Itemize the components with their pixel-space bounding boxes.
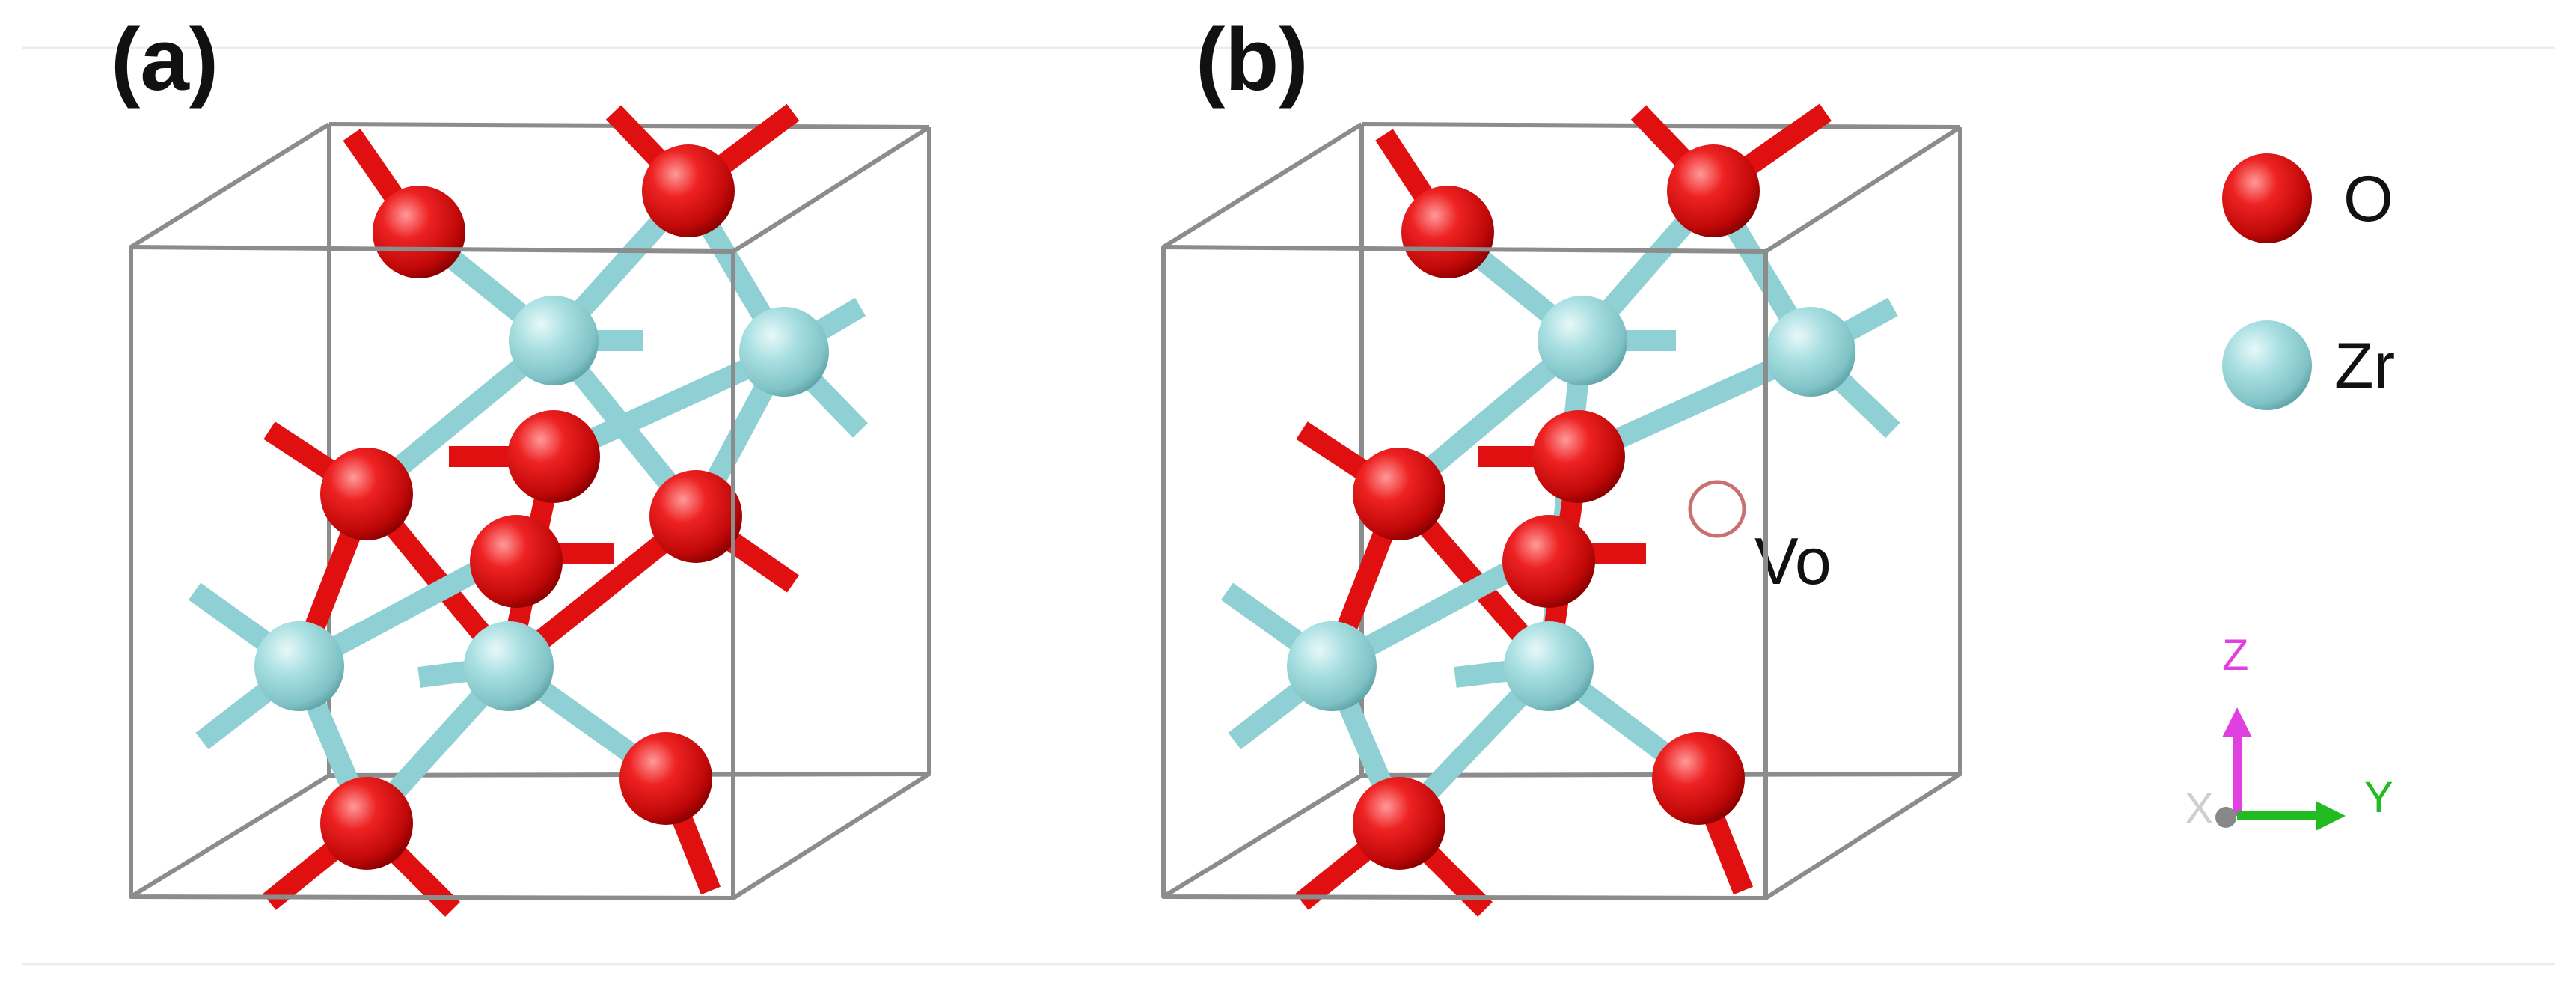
legend: O Zr <box>2222 153 2395 410</box>
oxygen-atom <box>320 448 413 540</box>
oxygen-atom <box>619 732 712 825</box>
x-axis-label: X <box>2185 784 2214 833</box>
atoms <box>254 144 829 870</box>
oxygen-atom <box>1652 732 1745 825</box>
panel-a-label: (a) <box>111 10 218 109</box>
zirconium-atom <box>739 307 829 397</box>
oxygen-atom <box>649 470 742 563</box>
oxygen-atom <box>373 186 465 278</box>
oxygen-atom <box>470 515 563 608</box>
legend-zirconium-label: Zr <box>2334 330 2395 402</box>
atoms <box>1287 144 1855 870</box>
unit-cell-front <box>129 122 931 900</box>
axes-triad: Z Y X <box>2185 631 2393 833</box>
oxygen-atom <box>1667 144 1760 237</box>
oxygen-atom <box>1401 186 1494 278</box>
panel-a-crystal <box>129 103 931 917</box>
zirconium-atom <box>1504 621 1594 711</box>
panel-b-crystal: Vo <box>1161 103 1962 917</box>
y-axis-label: Y <box>2364 773 2393 822</box>
unit-cell-front <box>1161 122 1962 900</box>
oxygen-atom <box>1353 777 1445 870</box>
oxygen-atom <box>1532 410 1625 503</box>
z-axis-label: Z <box>2222 631 2248 680</box>
zirconium-atom <box>1766 307 1855 397</box>
oxygen-atom <box>507 410 600 503</box>
oxygen-atom <box>1353 448 1445 540</box>
legend-zirconium-swatch <box>2222 320 2312 410</box>
oxygen-atom <box>320 777 413 870</box>
legend-oxygen-label: O <box>2343 163 2393 235</box>
zirconium-atom <box>1287 621 1377 711</box>
y-axis-arrow-head <box>2316 801 2346 831</box>
x-axis-dot <box>2215 807 2236 828</box>
legend-oxygen-swatch <box>2222 153 2312 243</box>
z-axis-arrow-head <box>2222 707 2252 737</box>
zirconium-atom <box>1538 296 1627 385</box>
zirconium-atom <box>509 296 599 385</box>
zirconium-atom <box>464 621 554 711</box>
oxygen-atom <box>642 144 735 237</box>
panel-b-label: (b) <box>1196 10 1309 109</box>
zirconium-atom <box>254 621 344 711</box>
oxygen-atom <box>1502 515 1595 608</box>
oxygen-vacancy-marker <box>1688 480 1746 538</box>
